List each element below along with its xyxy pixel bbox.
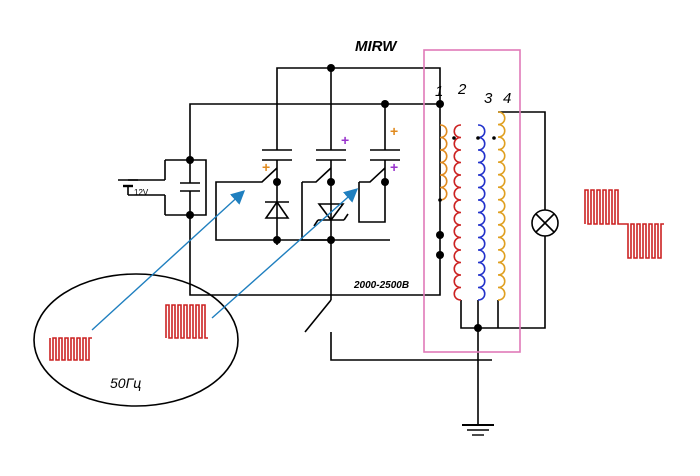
battery-label: 12V xyxy=(134,188,149,197)
ground-icon xyxy=(462,424,494,436)
circuit-wires xyxy=(164,67,546,425)
winding-3-coil xyxy=(477,124,486,301)
plus-sign-c1: + xyxy=(262,159,270,175)
plus-sign-c3-lower: + xyxy=(390,159,398,175)
winding-4-coil xyxy=(497,111,506,301)
winding-label-2: 2 xyxy=(457,81,467,98)
plus-sign-c2: + xyxy=(341,132,349,148)
waveform-output-negative xyxy=(621,223,664,259)
generator-ellipse xyxy=(33,273,239,407)
transformer-frame xyxy=(423,49,521,353)
voltage-label: 2000-2500B xyxy=(353,280,409,291)
signal-arrow-right xyxy=(211,188,359,319)
capacitor-c2 xyxy=(316,149,346,161)
winding-label-4: 4 xyxy=(503,90,511,107)
lamp-icon xyxy=(531,209,559,237)
waveform-output-positive xyxy=(584,189,621,225)
winding-1-coil xyxy=(439,124,448,201)
winding-2-coil xyxy=(453,124,462,301)
signal-arrow-left xyxy=(91,190,246,331)
waveform-right xyxy=(165,304,208,339)
diode-d1 xyxy=(264,200,290,219)
capacitor-c3 xyxy=(370,149,400,161)
winding-label-3: 3 xyxy=(484,90,493,107)
diagram-title: MIRW xyxy=(355,38,398,55)
plus-sign-c3: + xyxy=(390,123,398,139)
capacitor-c1 xyxy=(262,149,292,161)
frequency-label: 50Гц xyxy=(110,375,141,391)
battery-12v xyxy=(118,179,165,196)
junction-dots xyxy=(186,64,482,332)
winding-label-1: 1 xyxy=(435,83,443,100)
waveforms xyxy=(49,189,664,361)
capacitor-supply xyxy=(180,182,200,192)
waveform-left xyxy=(49,337,92,361)
transformer-windings xyxy=(439,111,506,301)
